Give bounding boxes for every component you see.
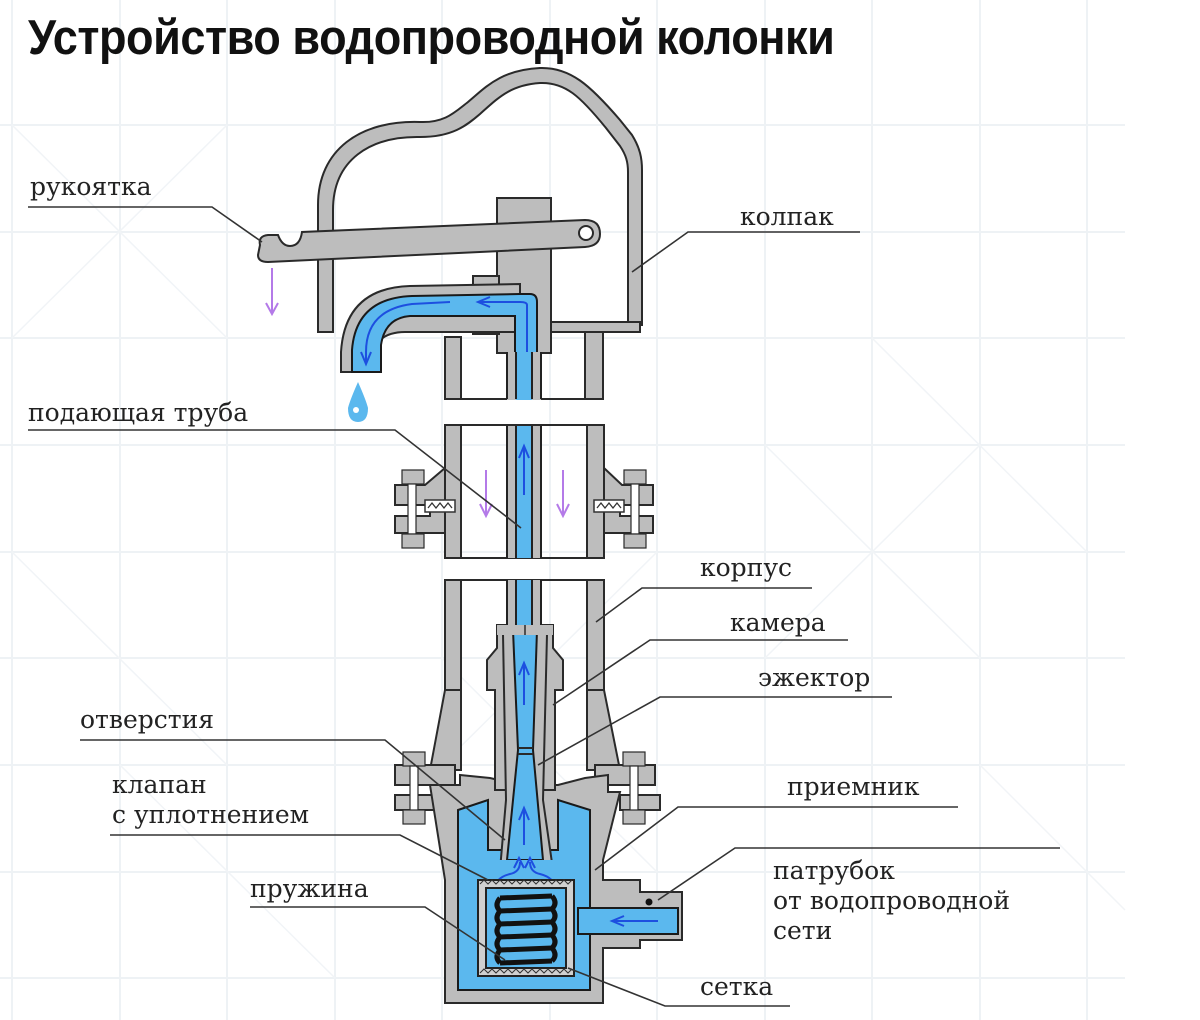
up-arrow-icon: [518, 443, 530, 495]
down-arrow-icon: [479, 470, 493, 519]
water-drop-icon: [348, 382, 368, 422]
inlet-nozzle: [577, 898, 679, 935]
label-receiver: приемник: [787, 772, 920, 801]
label-holes: отверстия: [80, 705, 215, 734]
down-arrow-icon: [556, 470, 570, 519]
spout: [340, 282, 538, 373]
label-body: корпус: [700, 553, 793, 582]
label-ejector: эжектор: [758, 663, 871, 692]
label-valve-line1: клапан: [112, 770, 207, 799]
page-title: Устройство водопроводной колонки: [28, 11, 835, 65]
label-nozzle-line2: от водопроводной: [773, 886, 1011, 915]
label-supply-pipe: подающая труба: [28, 398, 249, 427]
handle: [256, 218, 602, 264]
up-arrow-icon: [518, 660, 530, 705]
label-chamber: камера: [730, 608, 826, 637]
body: [428, 579, 622, 771]
up-arrow-icon: [518, 805, 530, 845]
label-nozzle-line1: патрубок: [773, 856, 895, 885]
label-valve-line2: с уплотнением: [112, 800, 310, 829]
spring: [494, 893, 558, 966]
label-mesh: сетка: [700, 972, 774, 1001]
supply-pipe: [506, 352, 542, 400]
label-spring: пружина: [250, 874, 369, 903]
label-nozzle-line3: сети: [773, 916, 833, 945]
handle-down-arrow-icon: [265, 268, 279, 317]
label-cap: колпак: [740, 202, 834, 231]
leader-lines: [28, 206, 1060, 1007]
water-drop-highlight: [353, 407, 359, 413]
label-handle: рукоятка: [30, 172, 152, 201]
